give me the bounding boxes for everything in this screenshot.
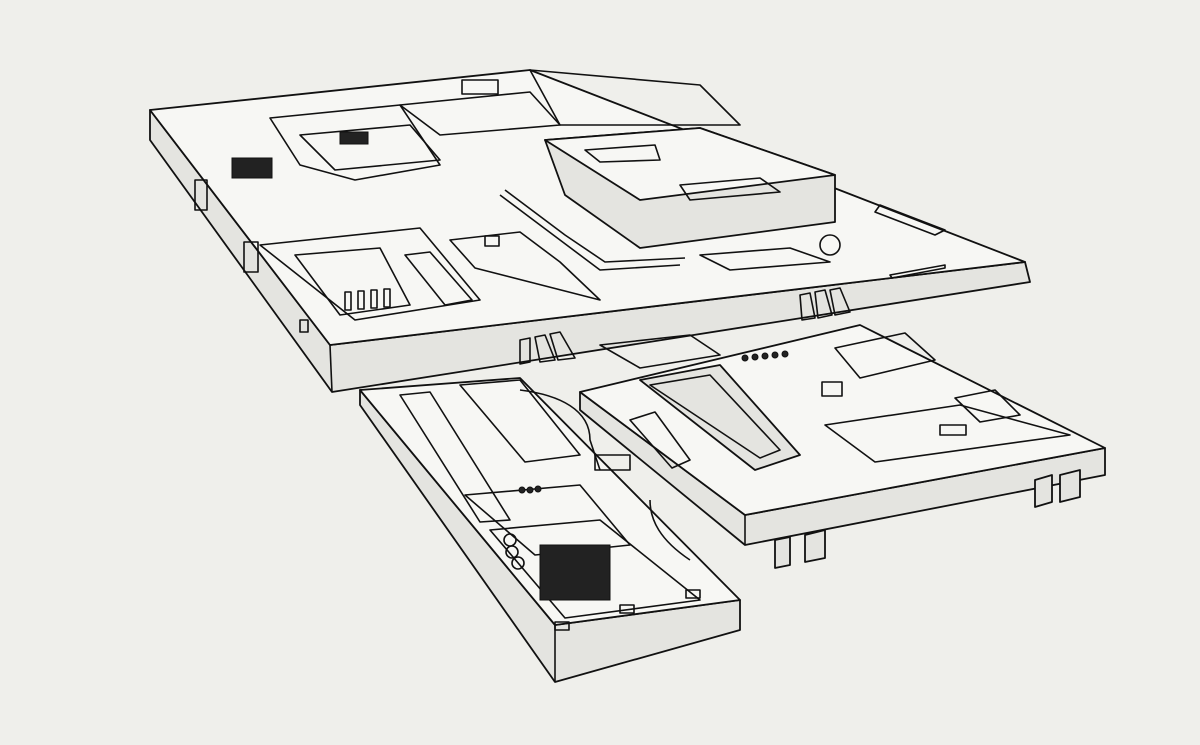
spacer-fins <box>519 287 851 365</box>
bottom-right-board <box>579 324 1106 569</box>
coil-components <box>503 533 525 570</box>
component-cluster-icon <box>231 157 273 179</box>
connector-pins <box>344 288 391 311</box>
top-board <box>149 69 1031 393</box>
chip-icon <box>339 131 369 145</box>
socket-frame <box>639 364 801 471</box>
component-cluster-icon <box>539 544 611 601</box>
bottom-left-board-surface <box>359 377 741 626</box>
bottom-left-board <box>359 377 741 683</box>
